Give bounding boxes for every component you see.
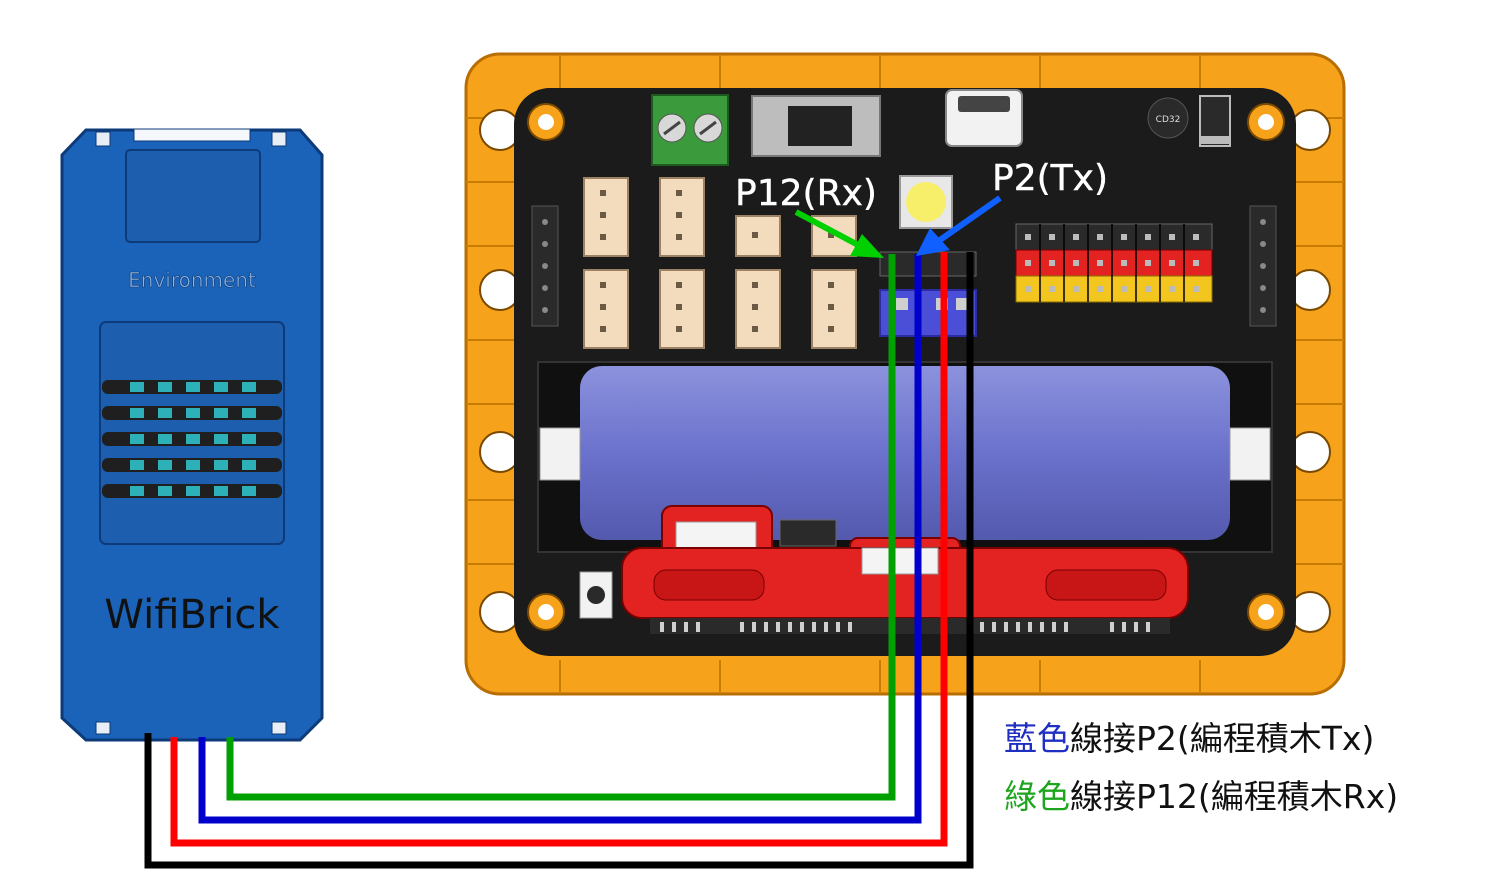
wifibrick-module: Environment WifiBrick (60, 128, 324, 742)
red-wire (170, 252, 948, 847)
environment-label: Environment (128, 268, 256, 292)
blue-wire (198, 254, 922, 824)
green-wire (226, 254, 896, 801)
caption-blue: 藍色線接P2(編程積木Tx) (1004, 712, 1374, 760)
svg-text:CD32: CD32 (1156, 115, 1181, 125)
expansion-board (621, 505, 1189, 634)
battery (537, 361, 1273, 553)
sensor-grid (102, 380, 282, 498)
usb-port (945, 89, 1023, 147)
tx-pin-label: P2(Tx) (992, 158, 1108, 199)
black-wire (144, 252, 974, 869)
tx-arrow (938, 195, 1002, 243)
caption-green-text: 線接P12(編程積木Rx) (1070, 777, 1399, 816)
pin-annotations: P12(Rx) P2(Tx) (735, 158, 1108, 258)
rx-arrow (794, 209, 862, 249)
main-board: CD32 (464, 52, 1346, 696)
servo-header (1015, 223, 1213, 303)
caption-green: 綠色線接P12(編程積木Rx) (1004, 770, 1398, 818)
led (899, 175, 953, 229)
caption-green-color-word: 綠色 (1004, 777, 1070, 816)
chip-component: CD32 (1147, 95, 1231, 147)
rx-pin-label: P12(Rx) (735, 173, 877, 214)
wifibrick-label: WifiBrick (104, 592, 280, 638)
wires (144, 252, 974, 869)
power-switch (751, 95, 881, 157)
caption-blue-color-word: 藍色 (1004, 719, 1070, 758)
caption-blue-text: 線接P2(編程積木Tx) (1070, 719, 1375, 758)
terminal-block (651, 94, 729, 166)
reset-button (579, 571, 613, 619)
uart-header (879, 251, 977, 337)
